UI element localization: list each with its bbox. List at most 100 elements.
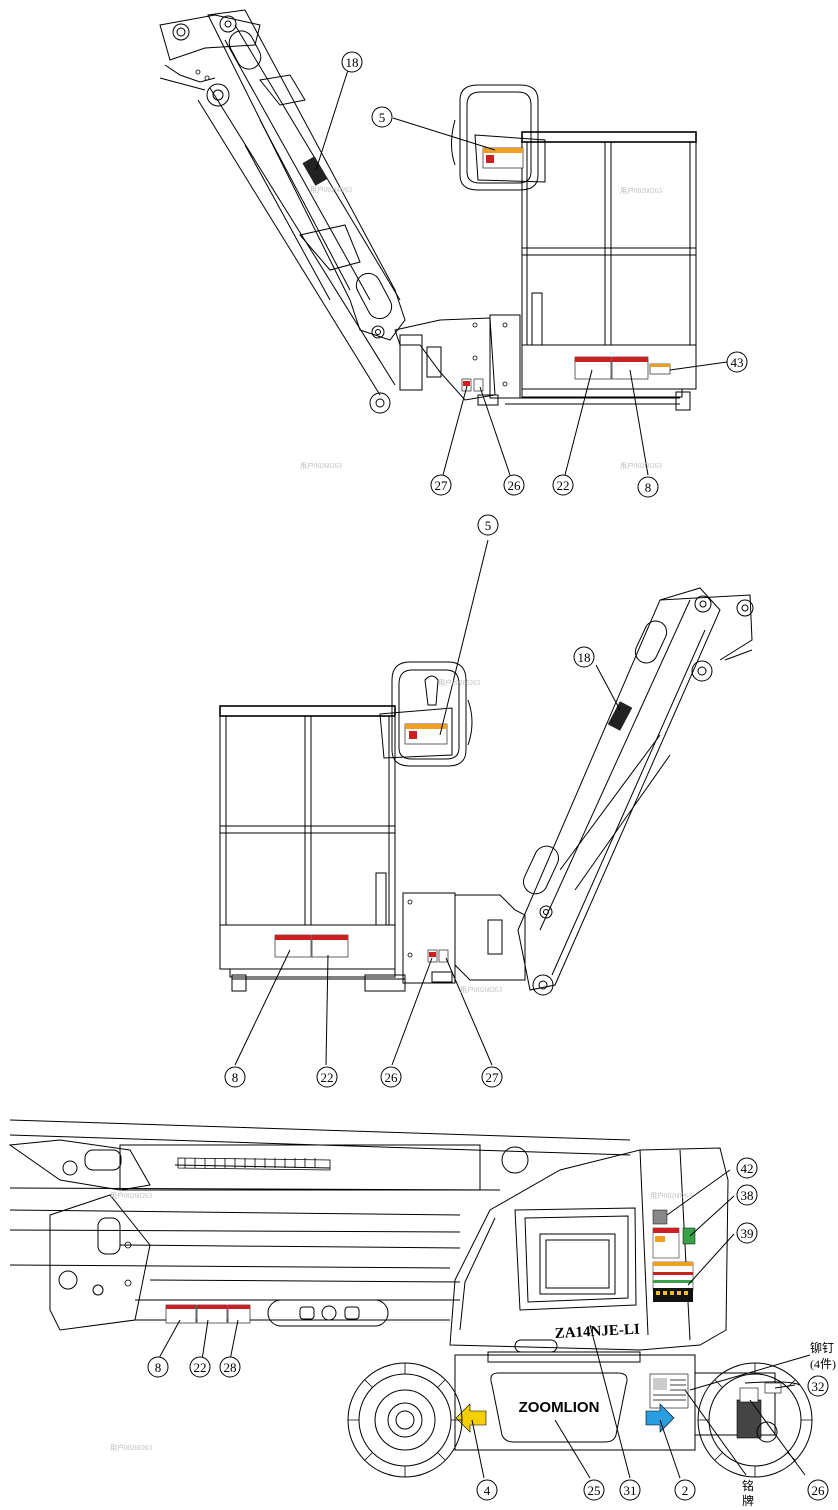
callout-circle bbox=[726, 351, 748, 373]
callout-circle bbox=[380, 1066, 402, 1088]
callout-top-5: 5 bbox=[371, 106, 393, 128]
callout-bottom-39: 39 bbox=[736, 1222, 758, 1244]
callouts-top: 18 5 43 27 26 22 8 bbox=[341, 51, 748, 498]
left-arrow bbox=[455, 1403, 487, 1433]
callout-circle bbox=[736, 1157, 758, 1179]
callout-number: 22 bbox=[321, 1070, 334, 1085]
callout-middle-27: 27 bbox=[481, 1066, 503, 1088]
watermark: 用户00260263 bbox=[620, 461, 662, 470]
middle-control-box bbox=[379, 661, 473, 767]
callout-middle-8: 8 bbox=[224, 1066, 246, 1088]
middle-turret bbox=[402, 892, 526, 984]
callout-number: 18 bbox=[578, 650, 591, 665]
callout-middle-22: 22 bbox=[316, 1066, 338, 1088]
callout-circle bbox=[316, 1066, 338, 1088]
brand-text: ZOOMLION bbox=[519, 1399, 600, 1416]
callout-number: 31 bbox=[624, 1483, 637, 1498]
callout-circle bbox=[674, 1479, 696, 1501]
callout-number: 22 bbox=[194, 1360, 207, 1375]
middle-boom bbox=[517, 587, 754, 996]
callout-number: 42 bbox=[741, 1161, 754, 1176]
callout-bottom-4: 4 bbox=[476, 1479, 498, 1501]
rivet-note-line2: (4件) bbox=[810, 1357, 836, 1371]
callout-bottom-32: 32 bbox=[807, 1375, 829, 1397]
callout-bottom-22: 22 bbox=[189, 1356, 211, 1378]
callout-number: 43 bbox=[731, 355, 744, 370]
callout-top-26: 26 bbox=[503, 474, 525, 496]
bottom-upper-boom bbox=[8, 1119, 631, 1269]
callout-top-22: 22 bbox=[552, 474, 574, 496]
callout-circle bbox=[371, 106, 393, 128]
callout-number: 39 bbox=[741, 1226, 754, 1241]
middle-platform bbox=[219, 705, 406, 992]
callout-number: 8 bbox=[232, 1070, 239, 1085]
callout-number: 8 bbox=[155, 1360, 162, 1375]
top-view: 用户00260263 用户00260263 用户00260263 用户00260… bbox=[159, 9, 728, 476]
callout-bottom-31: 31 bbox=[619, 1479, 641, 1501]
callout-bottom-8: 8 bbox=[147, 1356, 169, 1378]
callout-bottom-42: 42 bbox=[736, 1157, 758, 1179]
callout-circle bbox=[477, 514, 499, 536]
callout-number: 38 bbox=[741, 1188, 754, 1203]
callout-bottom-2: 2 bbox=[674, 1479, 696, 1501]
watermark: 用户00260263 bbox=[300, 461, 342, 470]
bottom-lower-boom bbox=[49, 1194, 461, 1331]
watermark: 用户00260263 bbox=[110, 1191, 152, 1200]
callout-circle bbox=[189, 1356, 211, 1378]
callout-number: 26 bbox=[385, 1070, 399, 1085]
callout-middle-26: 26 bbox=[380, 1066, 402, 1088]
callout-middle-5: 5 bbox=[477, 514, 499, 536]
callout-number: 32 bbox=[812, 1379, 825, 1394]
callout-circle bbox=[219, 1356, 241, 1378]
middle-view: 用户00260263 用户00260263 bbox=[219, 539, 754, 1066]
rivet-note-line1: 铆钉 bbox=[810, 1340, 834, 1355]
bottom-view: ZA14NJE-LI ZOOMLION bbox=[8, 1119, 836, 1508]
callout-number: 26 bbox=[812, 1483, 826, 1498]
callout-middle-18: 18 bbox=[573, 646, 595, 668]
callout-bottom-38: 38 bbox=[736, 1184, 758, 1206]
callout-top-8: 8 bbox=[637, 476, 659, 498]
callout-number: 4 bbox=[484, 1483, 491, 1498]
callout-circle bbox=[573, 646, 595, 668]
callout-number: 27 bbox=[486, 1070, 500, 1085]
right-arrow bbox=[645, 1403, 675, 1433]
callout-bottom-25: 25 bbox=[583, 1479, 605, 1501]
callout-number: 28 bbox=[224, 1360, 237, 1375]
callout-top-18: 18 bbox=[341, 51, 363, 73]
callout-circle bbox=[807, 1479, 829, 1501]
watermark: 用户00260263 bbox=[438, 678, 480, 687]
callouts-middle: 5 18 8 22 26 27 bbox=[224, 514, 595, 1088]
watermark: 用户00260263 bbox=[460, 985, 502, 994]
top-boom bbox=[159, 9, 406, 414]
callout-number: 22 bbox=[557, 478, 570, 493]
callout-number: 2 bbox=[682, 1483, 689, 1498]
callout-circle bbox=[476, 1479, 498, 1501]
callout-number: 27 bbox=[435, 478, 449, 493]
watermark: 用户00260263 bbox=[650, 1191, 692, 1200]
callout-circle bbox=[637, 476, 659, 498]
watermark: 用户00260263 bbox=[620, 186, 662, 195]
nameplate-note-line1: 铭 bbox=[742, 1478, 754, 1493]
callout-top-27: 27 bbox=[430, 474, 452, 496]
callout-circle bbox=[552, 474, 574, 496]
callout-circle bbox=[503, 474, 525, 496]
callout-circle bbox=[583, 1479, 605, 1501]
bottom-wheels bbox=[347, 1362, 813, 1478]
top-platform bbox=[505, 131, 697, 411]
callout-circle bbox=[147, 1356, 169, 1378]
top-control-box bbox=[451, 84, 546, 191]
callout-number: 5 bbox=[485, 518, 492, 533]
callout-circle bbox=[736, 1184, 758, 1206]
watermark: 用户00260263 bbox=[110, 1443, 152, 1452]
callout-number: 26 bbox=[508, 478, 522, 493]
watermark: 用户00260263 bbox=[310, 185, 352, 194]
callout-number: 18 bbox=[346, 55, 359, 70]
callout-bottom-28: 28 bbox=[219, 1356, 241, 1378]
callout-top-43: 43 bbox=[726, 351, 748, 373]
model-text: ZA14NJE-LI bbox=[554, 1322, 640, 1342]
callout-number: 25 bbox=[588, 1483, 601, 1498]
bottom-chassis: ZA14NJE-LI ZOOMLION bbox=[449, 1147, 801, 1451]
callout-number: 5 bbox=[379, 110, 386, 125]
callout-circle bbox=[481, 1066, 503, 1088]
